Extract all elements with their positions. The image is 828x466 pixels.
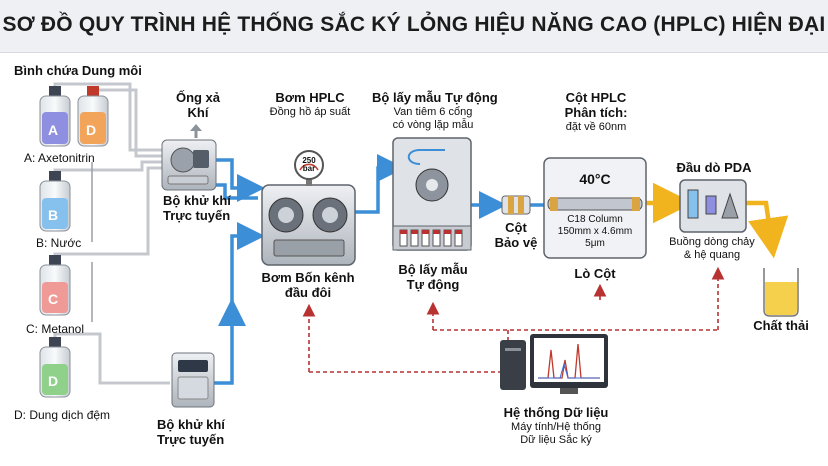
autosampler-sub1: Van tiêm 6 cổng xyxy=(393,106,473,118)
column-spec2: 150mm x 4.6mm xyxy=(557,226,633,237)
degasser-top-unit xyxy=(161,139,217,191)
bottle-a xyxy=(39,86,71,147)
bottle-d-label: D: Dung dịch đệm xyxy=(14,408,111,422)
vent-label-line2: Khí xyxy=(187,105,209,120)
title-bar xyxy=(0,0,828,53)
data-system-sub2: Dữ liệu Sắc ký xyxy=(520,434,592,446)
page-title: SƠ ĐỒ QUY TRÌNH HỆ THỐNG SẮC KÝ LỎNG HIỆ… xyxy=(2,13,826,36)
autosampler-label: Bộ lấy mẫu Tự động xyxy=(382,262,484,292)
bottle-a-label: A: Axetonitrin xyxy=(24,151,95,165)
pressure-gauge-icon xyxy=(294,150,324,180)
bottle-d-top xyxy=(77,86,109,147)
bottle-d-top-letter: D xyxy=(86,122,97,138)
pump-label-line1: Bơm Bốn kênh xyxy=(261,270,355,285)
column-temperature: 40°C xyxy=(579,171,611,187)
pump-unit xyxy=(261,176,356,266)
column-title: Cột HPLC Phân tích: xyxy=(548,90,644,120)
autosampler-sub2: có vòng lặp mẫu xyxy=(392,119,474,131)
pump-subtitle: Đồng hồ áp suất xyxy=(269,106,351,118)
column-spec3: 5μm xyxy=(585,238,605,249)
pressure-gauge-unit: bar xyxy=(302,164,316,173)
solvent-tubes xyxy=(53,82,170,385)
pump-label: Bơm Bốn kênh đầu đôi xyxy=(252,270,364,300)
detector-sub2: & hệ quang xyxy=(683,249,741,261)
data-system-sub1: Máy tính/Hệ thống xyxy=(511,421,601,433)
degasser-top-label: Bộ khử khí Trực tuyến xyxy=(163,193,231,223)
flow-lines xyxy=(172,154,676,385)
vent-arrow-icon xyxy=(190,124,202,138)
degasser-top-line1: Bộ khử khí xyxy=(163,193,231,208)
bottle-c xyxy=(39,255,71,316)
pressure-gauge-readout: 250 bar xyxy=(295,157,323,173)
pressure-gauge-value: 250 xyxy=(302,156,316,165)
degasser-bottom-line1: Bộ khử khí xyxy=(157,417,225,432)
vent-label: Ống xả Khí xyxy=(168,90,228,120)
degasser-bottom-unit xyxy=(171,352,215,408)
bottle-b-letter: B xyxy=(48,207,59,223)
column-spec: C18 Column 150mm x 4.6mm 5μm xyxy=(548,214,642,250)
column-title1: Cột HPLC xyxy=(565,90,627,105)
autosampler-unit xyxy=(392,137,472,251)
autosampler-label-line1: Bộ lấy mẫu xyxy=(398,262,468,277)
column-oven-label: Lò Cột xyxy=(574,266,616,281)
degasser-top-line2: Trực tuyến xyxy=(163,208,231,223)
vent-label-line1: Ống xả xyxy=(175,90,221,105)
bottle-c-letter: C xyxy=(48,291,59,307)
pda-detector-unit xyxy=(679,179,747,233)
bottle-d xyxy=(39,337,71,398)
guard-label-line2: Bảo vệ xyxy=(494,235,538,250)
autosampler-title: Bộ lấy mẫu Tự động xyxy=(372,90,498,105)
pump-label-line2: đầu đôi xyxy=(284,285,332,300)
pump-title: Bơm HPLC xyxy=(275,90,345,105)
column-title2: Phân tích: xyxy=(564,105,628,120)
guard-label-line1: Cột xyxy=(505,220,527,235)
degasser-bottom-line2: Trực tuyến xyxy=(157,432,225,447)
degasser-bottom-label: Bộ khử khí Trực tuyến xyxy=(157,417,225,447)
bottle-a-letter: A xyxy=(48,122,59,138)
detector-sub1: Buồng dòng chảy xyxy=(669,236,755,248)
bottle-b xyxy=(39,171,71,232)
waste-label: Chất thải xyxy=(753,318,809,333)
column-spec1: C18 Column xyxy=(567,214,623,225)
detector-subtitle: Buồng dòng chảy & hệ quang xyxy=(660,236,764,262)
detector-title: Đầu dò PDA xyxy=(676,160,752,175)
waste-beaker-icon xyxy=(763,268,799,317)
column-subtitle: đặt về 60nm xyxy=(565,121,627,133)
bottle-c-label: C: Metanol xyxy=(26,322,85,336)
bottle-b-label: B: Nước xyxy=(36,236,82,250)
guard-label: Cột Bảo vệ xyxy=(494,220,538,250)
column-oven-unit xyxy=(543,157,647,259)
autosampler-label-line2: Tự động xyxy=(406,277,460,292)
outflow-line xyxy=(646,182,789,259)
data-system-subtitle: Máy tính/Hệ thống Dữ liệu Sắc ký xyxy=(486,421,626,447)
reservoirs-heading: Bình chứa Dung môi xyxy=(14,63,142,78)
guard-column-unit xyxy=(501,195,531,215)
signal-lines xyxy=(302,266,725,373)
computer-icon xyxy=(500,334,608,394)
bottle-d-letter: D xyxy=(48,373,59,389)
autosampler-subtitle: Van tiêm 6 cổng có vòng lặp mẫu xyxy=(372,106,494,132)
data-system-title: Hệ thống Dữ liệu xyxy=(503,405,609,420)
